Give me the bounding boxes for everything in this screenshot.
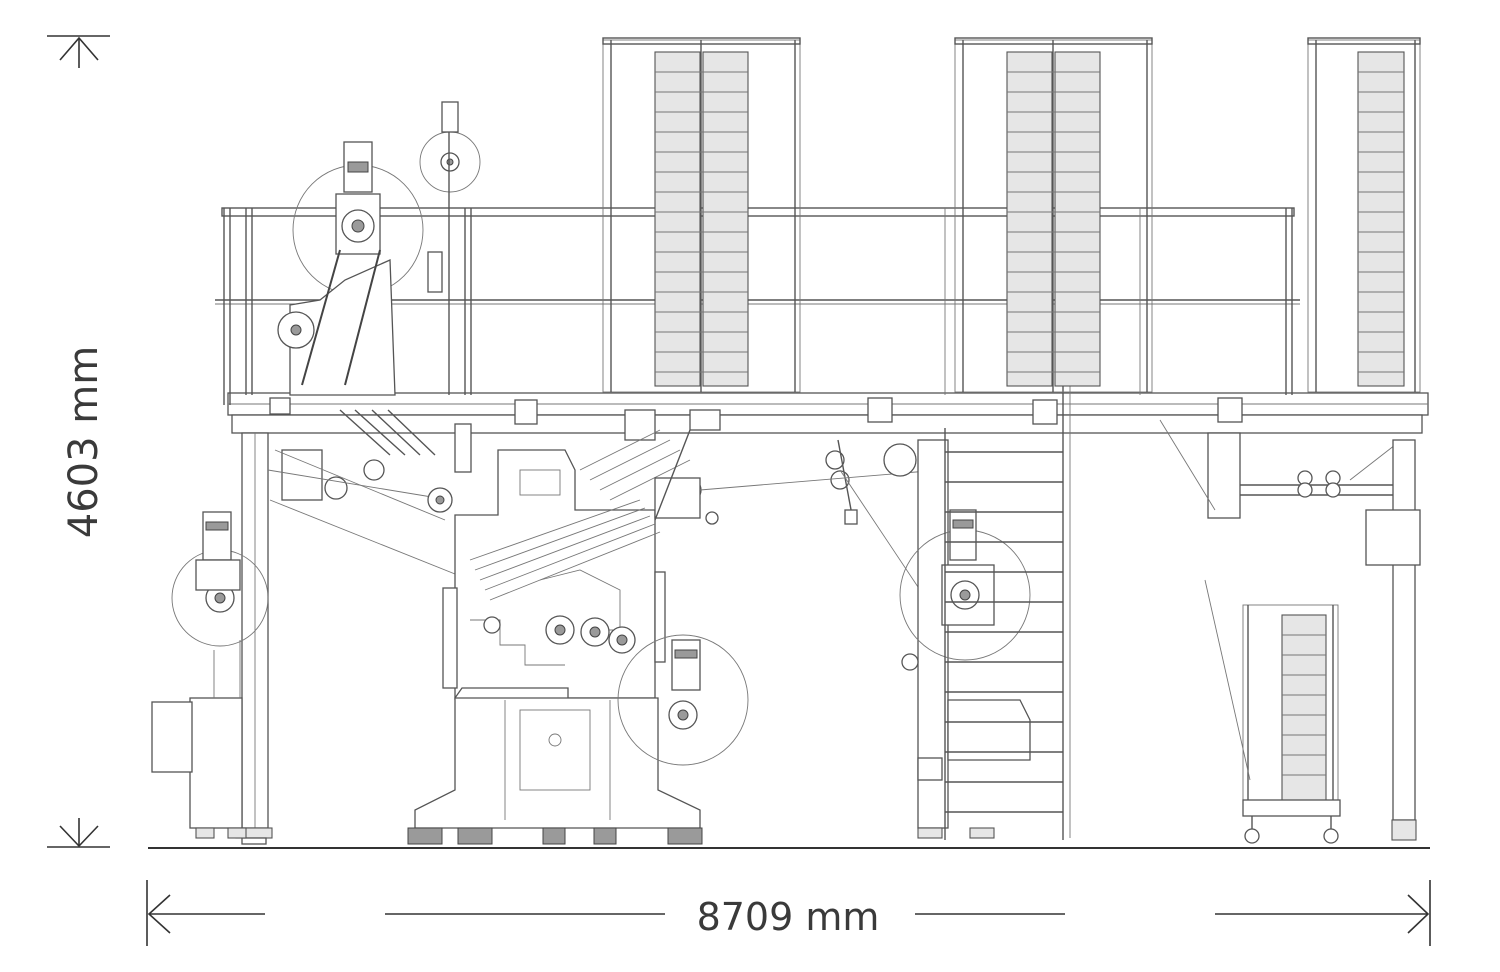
middle-unwind <box>617 634 749 766</box>
height-dimension <box>47 35 110 848</box>
platform <box>215 207 1429 441</box>
center-right-rollers <box>654 429 719 525</box>
right-outfeed <box>1159 419 1396 519</box>
center-dancer <box>699 439 941 621</box>
stack-tower-2 <box>954 37 1153 393</box>
left-unwind-unit <box>151 511 269 839</box>
ladder <box>944 210 1071 840</box>
width-dimension <box>146 880 1431 946</box>
top-left-winder <box>277 141 424 396</box>
width-dimension-label: 8709 mm <box>697 895 880 939</box>
central-machine-body <box>407 429 703 845</box>
right-unwind-stand <box>883 439 1031 839</box>
stack-trolley <box>1204 579 1341 844</box>
stack-tower-3 <box>1307 37 1421 393</box>
height-dimension-label: 4603 mm <box>61 346 107 538</box>
stack-tower-1 <box>602 37 801 393</box>
left-web-guides <box>267 409 471 581</box>
top-small-spool <box>419 101 481 473</box>
right-support-column <box>1365 439 1421 841</box>
